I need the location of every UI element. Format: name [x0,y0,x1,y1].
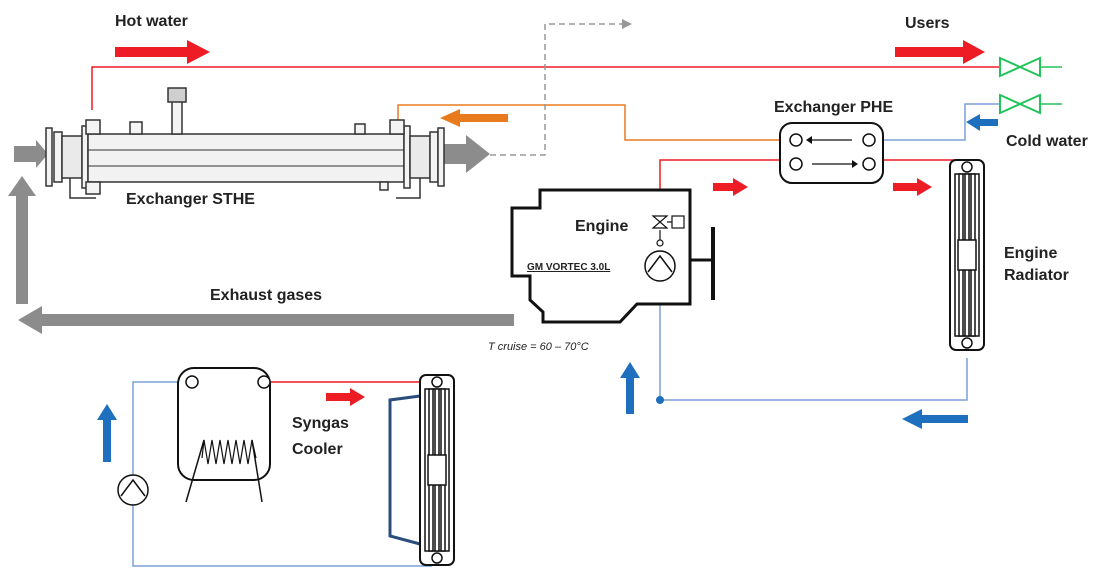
exhaust-outlet-dashed [490,23,622,156]
syngas-radiator [388,374,455,566]
exhaust-arrow-outlet [444,135,490,173]
label-engine-model: GM VORTEC 3.0L [527,262,610,273]
label-users: Users [905,15,950,32]
hot-water-line [91,66,1000,110]
engine-return-line [659,282,968,401]
syngas-cold-line [132,381,432,567]
label-engine: Engine [575,218,628,235]
cold-water-line [880,103,1000,141]
flow-arrows [8,40,998,462]
label-engine-radiator-1: Engine [1004,245,1057,262]
label-exchanger-phe: Exchanger PHE [774,99,893,116]
junction-dot [656,396,664,404]
valve-cold-water[interactable] [999,93,1041,115]
exhaust-arrow-horizontal [18,306,514,334]
red-arrow-hot-water [115,40,210,64]
label-t-cruise: T cruise = 60 – 70°C [488,341,589,353]
preheat-line [397,104,795,141]
plate-heat-exchanger [779,122,884,184]
label-syngas-cooler-1: Syngas [292,415,349,432]
label-syngas-cooler-2: Cooler [292,441,343,458]
label-exhaust-gases: Exhaust gases [210,287,322,304]
red-arrow-syngas [326,388,365,406]
syngas-cooler [177,367,271,503]
exhaust-arrow-inlet [14,140,48,168]
blue-arrow-cold-water [966,114,998,131]
blue-arrow-engine-return [620,362,640,414]
engine-block [510,188,715,324]
shell-tube-exchanger [45,87,445,199]
orange-arrow [440,109,508,127]
red-arrow-users [895,40,985,64]
label-exchanger-sthe: Exchanger STHE [126,191,255,208]
dashed-arrowhead [622,19,632,29]
label-hot-water: Hot water [115,13,188,30]
exhaust-arrow-vertical [8,176,36,304]
engine-thermostat-valve [651,215,685,247]
syngas-pump-icon [117,474,149,506]
engine-pump-icon [644,250,676,282]
blue-arrow-radiator-return [902,409,968,429]
engine-radiator [949,159,985,351]
label-cold-water: Cold water [1006,133,1088,150]
red-arrow-engine [713,178,748,196]
label-engine-radiator-2: Radiator [1004,267,1069,284]
red-arrow-radiator [893,178,932,196]
blue-arrow-syngas [97,404,117,462]
valve-hot-users[interactable] [999,56,1041,78]
